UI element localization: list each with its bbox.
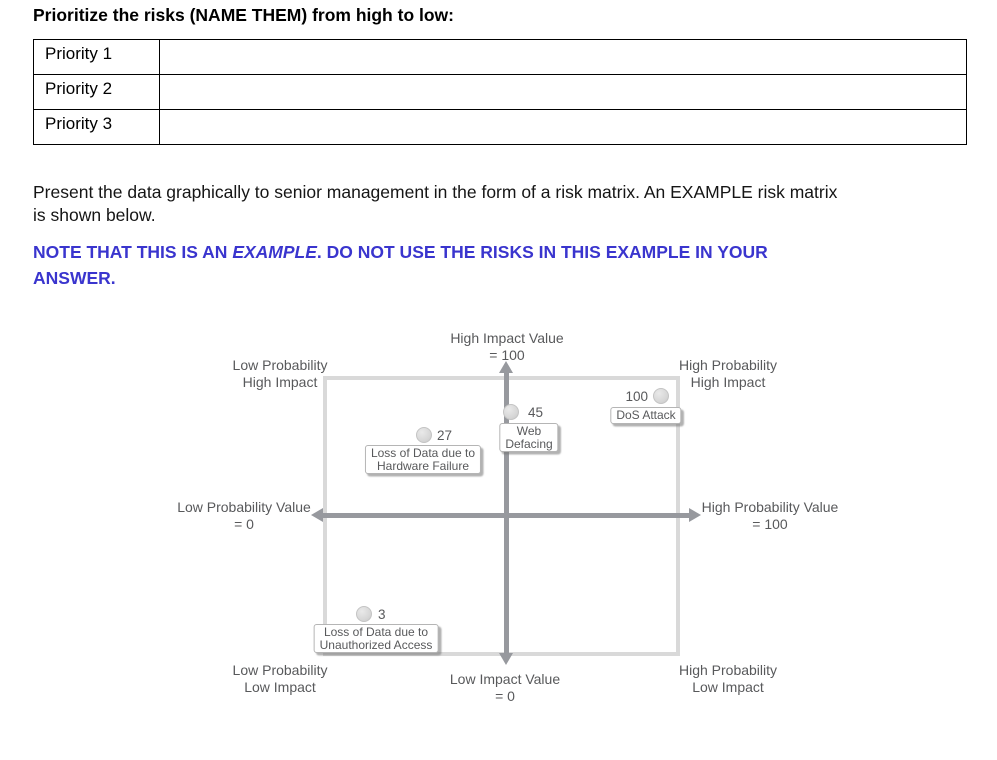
risk-point-label-web-defacing: Web Defacing — [499, 423, 559, 452]
question-title: Prioritize the risks (NAME THEM) from hi… — [33, 5, 454, 25]
risk-point-label-unauthorized-access: Loss of Data due to Unauthorized Access — [313, 624, 439, 653]
risk-point-dot-dos-attack — [653, 388, 669, 404]
instruction-paragraph: Present the data graphically to senior m… — [33, 182, 838, 225]
axis-label-low-impact: Low Impact Value = 0 — [449, 671, 561, 704]
axis-label-high-impact: High Impact Value = 100 — [450, 330, 564, 363]
quadrant-label-low-prob-high-impact: Low Probability High Impact — [232, 357, 328, 390]
arrow-right-icon — [689, 508, 701, 522]
risk-point-label-dos-attack: DoS Attack — [610, 407, 682, 424]
axis-label-low-probability: Low Probability Value = 0 — [177, 499, 311, 532]
risk-point-label-hardware-failure: Loss of Data due to Hardware Failure — [364, 445, 482, 474]
risk-point-value-web-defacing: 45 — [528, 405, 544, 420]
risk-point-value-unauthorized-access: 3 — [378, 607, 386, 622]
probability-axis-line — [322, 513, 689, 518]
risk-point-value-dos-attack: 100 — [625, 389, 648, 404]
risk-point-dot-unauthorized-access — [356, 606, 372, 622]
quadrant-label-low-prob-low-impact: Low Probability Low Impact — [232, 662, 328, 695]
arrow-down-icon — [499, 653, 513, 665]
example-note: NOTE THAT THIS IS AN EXAMPLE. DO NOT USE… — [33, 239, 933, 291]
table-row: Priority 2 — [33, 74, 967, 110]
risk-point-dot-hardware-failure — [416, 427, 432, 443]
quadrant-label-high-prob-low-impact: High Probability Low Impact — [678, 662, 778, 695]
risk-point-dot-web-defacing — [503, 404, 519, 420]
note-part1: NOTE THAT THIS IS AN — [33, 242, 233, 262]
priority-table: Priority 1 Priority 2 Priority 3 — [33, 39, 967, 145]
note-part2: . DO NOT USE THE RISKS IN THIS EXAMPLE I… — [33, 242, 768, 288]
priority-3-answer-cell[interactable] — [159, 109, 967, 145]
arrow-up-icon — [499, 361, 513, 373]
quadrant-label-high-prob-high-impact: High Probability High Impact — [678, 357, 778, 390]
note-example-italic: EXAMPLE — [232, 242, 317, 262]
priority-2-answer-cell[interactable] — [159, 74, 967, 110]
table-row: Priority 1 — [33, 39, 967, 75]
table-row: Priority 3 — [33, 109, 967, 145]
axis-label-high-probability: High Probability Value = 100 — [701, 499, 839, 532]
arrow-left-icon — [311, 508, 323, 522]
risk-point-value-hardware-failure: 27 — [437, 428, 453, 443]
priority-1-label: Priority 1 — [33, 39, 160, 75]
